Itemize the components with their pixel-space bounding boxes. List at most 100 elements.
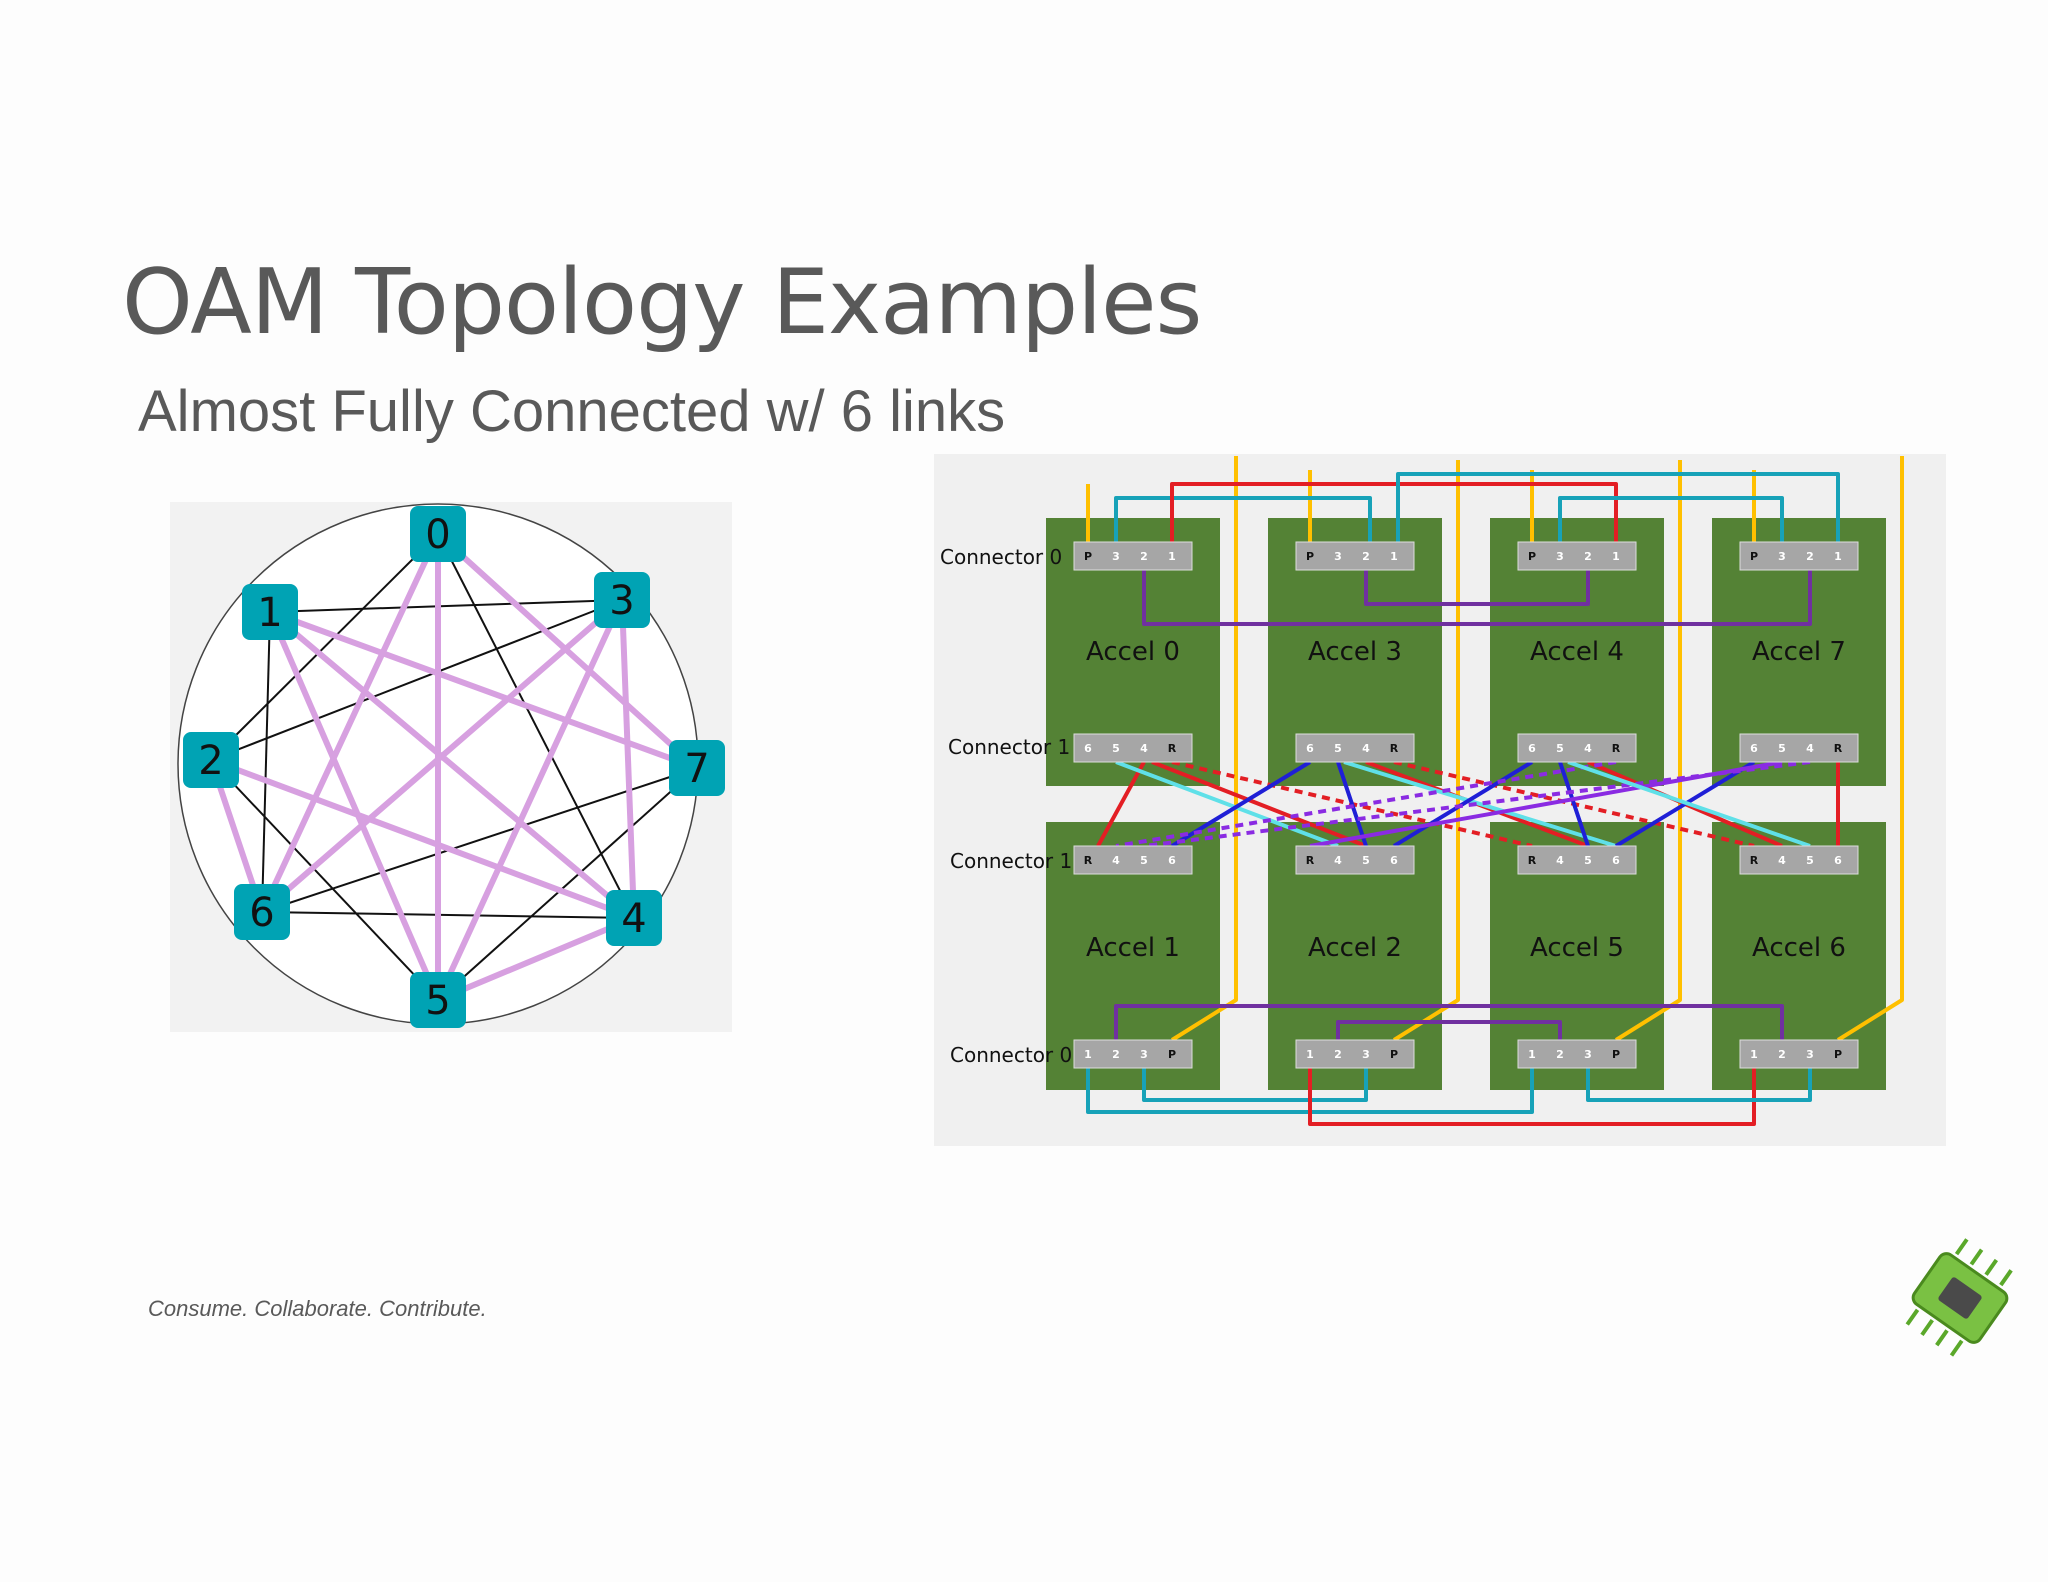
connector-pin: 1 (1528, 1048, 1536, 1061)
graph-node-label: 5 (425, 978, 450, 1024)
cable-teal (1586, 1068, 1812, 1102)
cable-cross (1115, 760, 1339, 848)
graph-node-0: 0 (410, 506, 466, 562)
connector-pin: 6 (1306, 742, 1314, 755)
graph-edge-purple (208, 757, 637, 921)
graph-edge-purple (267, 609, 441, 1003)
connector-pin: P (1168, 1048, 1176, 1061)
connector-pin: 3 (1806, 1048, 1814, 1061)
connector-pin: 2 (1806, 550, 1814, 563)
connector-pin: 4 (1806, 742, 1814, 755)
slide-subtitle: Almost Fully Connected w/ 6 links (138, 379, 1006, 444)
cable-teal (1558, 496, 1784, 542)
graph-node-5: 5 (410, 972, 466, 1028)
cable-yellow (1170, 456, 1238, 1042)
cable-cross (1151, 760, 1367, 848)
graph-edge-black (261, 911, 635, 919)
graph-edge-black (437, 767, 698, 1001)
connector-pin: 6 (1390, 854, 1398, 867)
cable-purple (1364, 570, 1590, 606)
graph-node-label: 7 (684, 746, 709, 792)
graph-node-label: 6 (249, 890, 274, 936)
accel-label: Accel 3 (1308, 637, 1402, 667)
graph-edge-black (261, 767, 698, 913)
cable-cross (1343, 760, 1617, 848)
connector-label: Connector 0 (950, 1043, 1072, 1067)
connector-pin: 5 (1362, 854, 1370, 867)
accel-label: Accel 7 (1752, 637, 1846, 667)
connector-pin: P (1834, 1048, 1842, 1061)
connector-pin: 2 (1556, 1048, 1564, 1061)
connector-pin: P (1084, 550, 1092, 563)
connector-pin: R (1834, 742, 1843, 755)
connector-pin: R (1750, 854, 1759, 867)
graph-edge-purple (259, 531, 441, 915)
graph-edge-black (269, 599, 623, 613)
connector-pin: 2 (1112, 1048, 1120, 1061)
cable-red (1308, 1068, 1756, 1126)
accel-label: Accel 6 (1752, 933, 1846, 963)
cable-cross (1336, 761, 1368, 847)
connector-pin: P (1750, 550, 1758, 563)
connector-label: Connector 1 (950, 849, 1072, 873)
cable-yellow (1392, 460, 1460, 1042)
connector-pin: 3 (1362, 1048, 1370, 1061)
connector-pin: 3 (1334, 550, 1342, 563)
graph-edge-purple (267, 609, 637, 921)
connector-label: Connector 0 (940, 545, 1062, 569)
connector-pin: 1 (1084, 1048, 1092, 1061)
connector-pin: 4 (1334, 854, 1342, 867)
connector-pin: 5 (1556, 742, 1564, 755)
graph-node-label: 0 (425, 512, 450, 558)
connector-pin: 6 (1528, 742, 1536, 755)
connector-pin: 6 (1084, 742, 1092, 755)
graph-node-3: 3 (594, 572, 650, 628)
connector-pin: 2 (1334, 1048, 1342, 1061)
connector-pin: R (1528, 854, 1537, 867)
cable-purple (1142, 570, 1812, 626)
connector-pin: 3 (1140, 1048, 1148, 1061)
graph-edge-black (261, 611, 271, 913)
connector-pin: P (1390, 1048, 1398, 1061)
connector-pin: P (1612, 1048, 1620, 1061)
cable-cross (1392, 760, 1534, 848)
connector-pin: 6 (1750, 742, 1758, 755)
connector-pin: 3 (1778, 550, 1786, 563)
graph-edge-black (210, 759, 439, 1001)
connector-pin: R (1168, 742, 1177, 755)
cable-purple (1336, 1020, 1562, 1040)
graph-node-label: 4 (621, 896, 646, 942)
connector-pin: 6 (1612, 854, 1620, 867)
graph-edge-purple (435, 597, 625, 1003)
accel-label: Accel 4 (1530, 637, 1624, 667)
connector-pin: R (1390, 742, 1399, 755)
connector-0-bottom: 1 2 3 P (1073, 1039, 1193, 1069)
connector-pin: R (1084, 854, 1093, 867)
connector-label: Connector 1 (948, 735, 1070, 759)
cable-teal (1142, 1068, 1368, 1102)
cable-cross (1096, 761, 1146, 847)
connector-pin: 5 (1334, 742, 1342, 755)
connector-pin: R (1306, 854, 1315, 867)
graph-edge-black (210, 599, 623, 761)
accel-label: Accel 0 (1086, 637, 1180, 667)
graph-node-2: 2 (183, 732, 239, 788)
graph-node-label: 1 (257, 590, 282, 636)
connector-pin: 5 (1112, 742, 1120, 755)
cable-yellow (1836, 456, 1904, 1042)
